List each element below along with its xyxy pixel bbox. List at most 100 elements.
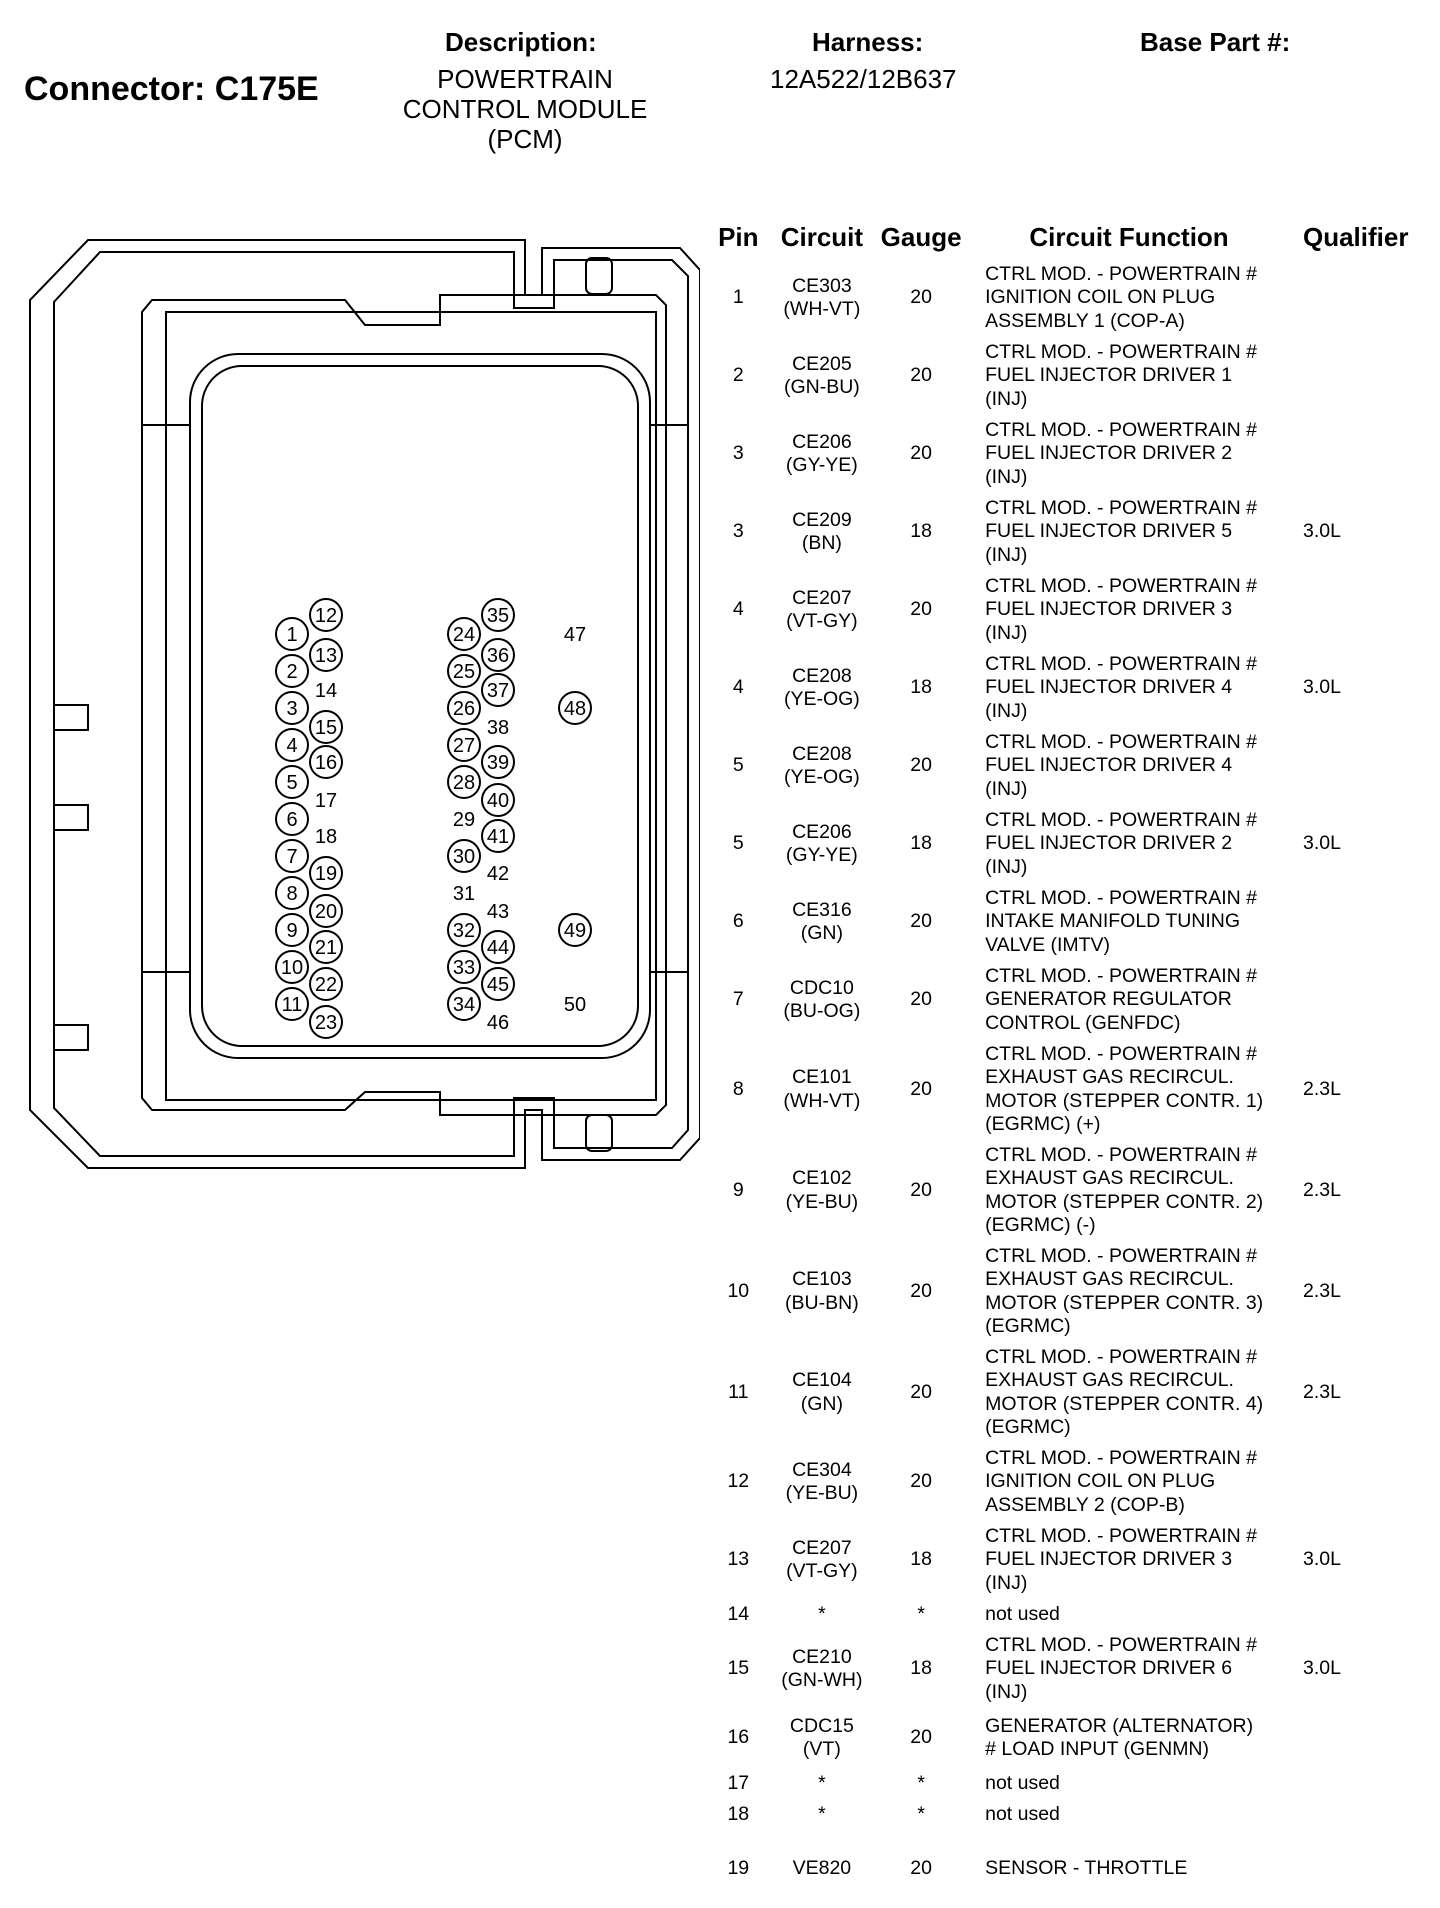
pin-36-label: 36 [487,645,509,667]
qualifier-cell [1291,961,1408,1039]
gauge-cell: 18 [910,520,932,543]
qualifier-cell: 2.3L [1302,1077,1341,1100]
pin-19-label: 19 [315,863,337,885]
circuit-function-cell: CTRL MOD. - POWERTRAIN # IGNITION COIL O… [985,1446,1258,1516]
pin-cell: 17 [727,1771,750,1794]
circuit-cell: CE208 (YE-OG) [783,664,860,711]
qualifier-cell [1291,727,1408,805]
gauge-cell: 20 [910,286,932,309]
pin-33-label: 33 [453,957,475,979]
pin-34-label: 34 [453,994,475,1016]
pin-33-circle [447,950,481,984]
pin-1-label: 1 [286,624,297,646]
gauge-cell: * [917,1602,925,1625]
pin-32-circle [447,913,481,947]
pin-44-label: 44 [487,937,509,959]
pin-48-circle [558,691,592,725]
qualifier-cell: 2.3L [1302,1279,1341,1302]
circuit-cell: CE303 (WH-VT) [783,274,861,321]
circuit-cell: VE820 [792,1857,852,1880]
pin-27-label: 27 [453,735,475,757]
connector-face-diagram: 1234567891011121315161920212223242526272… [29,239,700,1169]
column-header-gauge: Gauge [880,222,962,252]
pin-35-circle [481,598,515,632]
pin-47-label: 47 [564,624,586,646]
pin-32-label: 32 [453,920,475,942]
pin-15-circle [309,710,343,744]
gauge-cell: 18 [910,676,932,699]
pin-26-label: 26 [453,698,475,720]
qualifier-cell: 3.0L [1302,676,1341,699]
pin-41-label: 41 [487,826,509,848]
base-part-label: Base Part #: [1140,27,1291,57]
gauge-cell: 18 [910,1548,932,1571]
circuit-function-cell: not used [985,1602,1060,1625]
gauge-cell: 18 [910,1657,932,1680]
pin-table: Pin Circuit Gauge Circuit Function Quali… [708,222,1408,1908]
circuit-cell: CE210 (GN-WH) [781,1645,863,1692]
pin-cell: 16 [727,1726,750,1749]
column-header-qualifier: Qualifier [1302,222,1409,252]
pin-50-label: 50 [564,994,586,1016]
qualifier-cell [1291,1799,1408,1830]
circuit-cell: CDC15 (VT) [789,1714,854,1761]
pin-45-circle [481,967,515,1001]
circuit-function-cell: CTRL MOD. - POWERTRAIN # FUEL INJECTOR D… [985,574,1258,644]
circuit-cell: CE207 (VT-GY) [786,586,858,633]
pin-6-circle [275,802,309,836]
pin-25-label: 25 [453,661,475,683]
connector-housing-outline [29,239,700,1169]
gauge-cell: 18 [910,832,932,855]
pin-8-label: 8 [286,883,297,905]
pin-37-circle [481,673,515,707]
circuit-function-cell: not used [985,1771,1060,1794]
gauge-cell: 20 [910,1726,932,1749]
gauge-cell: 20 [910,364,932,387]
gauge-cell: 20 [910,1470,932,1493]
circuit-function-cell: CTRL MOD. - POWERTRAIN # IGNITION COIL O… [985,262,1258,332]
qualifier-cell [1291,1708,1408,1768]
circuit-cell: * [818,1802,826,1825]
circuit-function-cell: CTRL MOD. - POWERTRAIN # FUEL INJECTOR D… [985,730,1258,800]
pin-cell: 15 [727,1657,750,1680]
pin-4-circle [275,728,309,762]
circuit-function-cell: CTRL MOD. - POWERTRAIN # FUEL INJECTOR D… [985,340,1258,410]
gauge-cell: 20 [910,598,932,621]
pin-cell: 2 [732,364,744,387]
pin-5-label: 5 [286,772,297,794]
pin-12-circle [309,598,343,632]
circuit-function-cell: CTRL MOD. - POWERTRAIN # EXHAUST GAS REC… [985,1143,1264,1237]
qualifier-cell: 3.0L [1302,1548,1341,1571]
pin-12-label: 12 [315,605,337,627]
circuit-cell: CE206 (GY-YE) [785,820,858,867]
circuit-function-cell: not used [985,1802,1060,1825]
column-header-circuit: Circuit [780,222,864,252]
qualifier-cell [1291,259,1408,337]
description-line: POWERTRAIN [437,64,613,94]
pin-34-circle [447,987,481,1021]
gauge-cell: 20 [910,754,932,777]
gauge-cell: * [917,1771,925,1794]
pin-20-circle [309,894,343,928]
circuit-function-cell: CTRL MOD. - POWERTRAIN # EXHAUST GAS REC… [985,1042,1264,1136]
pin-22-label: 22 [315,974,337,996]
pin-cell: 19 [727,1857,750,1880]
pin-cell: 12 [727,1470,750,1493]
pin-10-label: 10 [281,957,303,979]
pin-13-circle [309,638,343,672]
circuit-cell: CE206 (GY-YE) [785,430,858,477]
pin-cell: 5 [732,832,744,855]
pin-38-label: 38 [487,717,509,739]
gauge-cell: 20 [910,1077,932,1100]
circuit-cell: CDC10 (BU-OG) [783,976,861,1023]
pin-3-circle [275,691,309,725]
pin-cell: 11 [728,1380,749,1403]
